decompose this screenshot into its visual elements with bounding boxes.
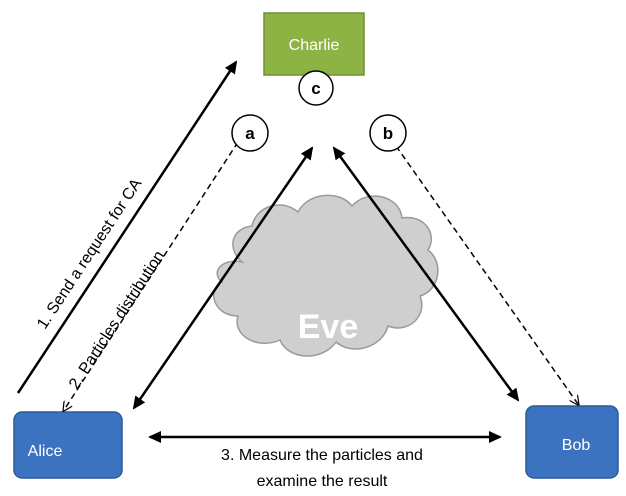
badge-c: c: [298, 70, 334, 106]
badge-c-label: c: [311, 79, 320, 98]
badge-c-circle: [298, 70, 334, 106]
eve-label: Eve: [298, 308, 359, 346]
charlie-label: Charlie: [289, 37, 340, 54]
measure-label-line2: examine the result: [257, 473, 388, 490]
bob-particles-arrow: [395, 145, 578, 404]
charlie-box: [263, 12, 365, 76]
badge-a-label: a: [245, 124, 255, 143]
badge-b-label: b: [383, 124, 393, 143]
badge-a: a: [231, 114, 269, 152]
badge-b-circle: [369, 114, 407, 152]
bob-node: Bob: [525, 405, 619, 479]
send-request-arrow: [16, 60, 238, 394]
bob-charlie-arrow: [332, 146, 520, 402]
badge-b: b: [369, 114, 407, 152]
alice-node: Alice: [13, 411, 123, 479]
alice-label: Alice: [28, 443, 63, 460]
eve-cloud: Eve: [212, 194, 439, 357]
bob-label: Bob: [562, 437, 591, 454]
measure-label-line1: 3. Measure the particles and: [221, 447, 423, 464]
arrows: [16, 60, 578, 443]
charlie-node: Charlie: [263, 12, 365, 76]
badge-a-circle: [231, 114, 269, 152]
alice-charlie-arrow: [132, 146, 314, 410]
